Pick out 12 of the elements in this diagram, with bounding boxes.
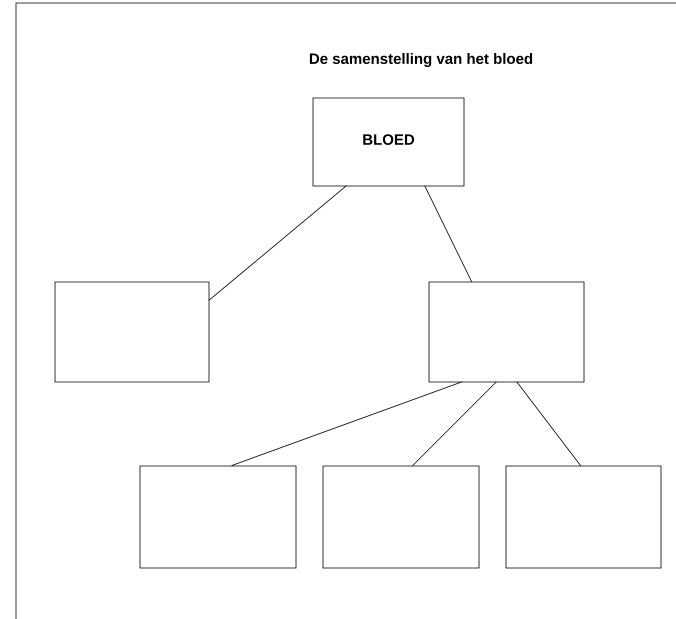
title: De samenstelling van het bloed bbox=[310, 52, 532, 68]
empty-box bbox=[322, 466, 480, 568]
text-box: BLOED bbox=[312, 98, 464, 186]
empty-box bbox=[428, 282, 584, 382]
connector-line bbox=[424, 185, 472, 282]
connector-line bbox=[516, 381, 581, 466]
connector-line bbox=[231, 381, 463, 466]
empty-box bbox=[506, 466, 662, 568]
empty-box bbox=[54, 282, 210, 382]
empty-box bbox=[140, 466, 296, 568]
connector-line bbox=[412, 381, 497, 466]
connector-line bbox=[208, 185, 347, 301]
